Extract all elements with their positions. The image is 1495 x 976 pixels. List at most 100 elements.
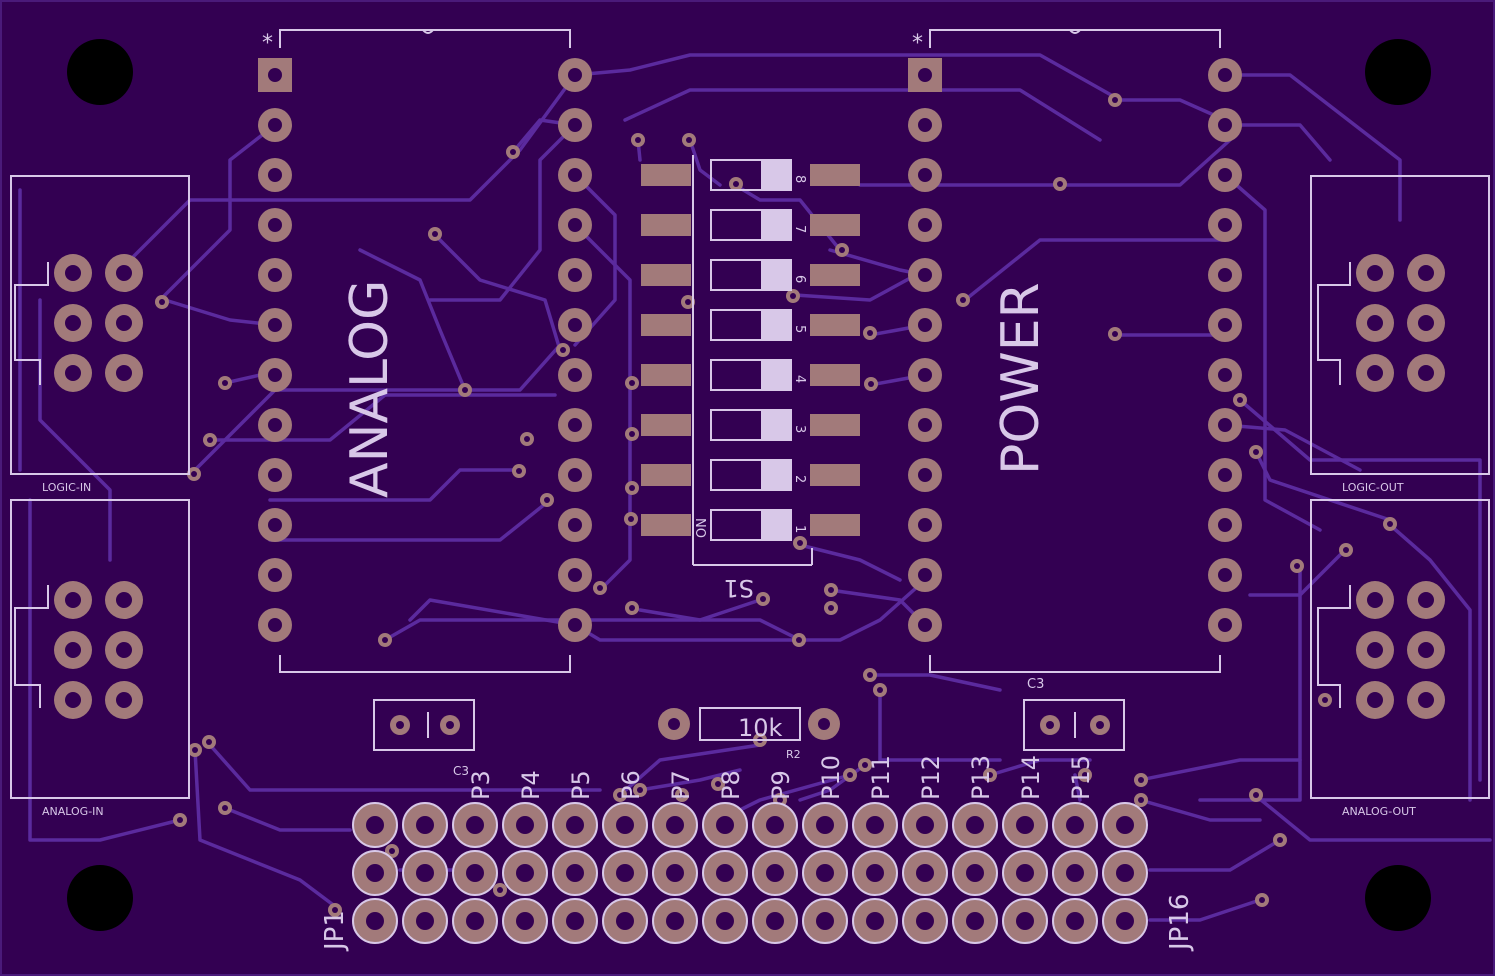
ic-pin-drill	[1218, 468, 1232, 482]
dip-position-label: 1	[792, 525, 807, 533]
ic-pin-drill	[568, 468, 582, 482]
via-drill-63	[389, 848, 395, 854]
header-pin-drill	[1066, 912, 1084, 930]
header-column-label: P4	[517, 770, 545, 800]
header-pin-drill	[916, 816, 934, 834]
dip-pad-right	[810, 264, 860, 286]
trace-57	[688, 138, 722, 187]
ic-pin-drill	[568, 168, 582, 182]
ic-pin-drill	[1218, 268, 1232, 282]
dip-pad-right	[810, 164, 860, 186]
trace-19	[1253, 448, 1392, 522]
dip-pad-left	[641, 214, 691, 236]
header-pin-drill	[516, 816, 534, 834]
dip-position-label: 6	[792, 275, 807, 283]
via-drill-8	[516, 468, 522, 474]
via-drill-52	[1259, 897, 1265, 903]
via-drill-2	[159, 299, 165, 305]
dip-pad-left	[641, 464, 691, 486]
dip-pad-left	[641, 414, 691, 436]
ic-pin-drill	[918, 268, 932, 282]
ic-pin-drill	[1218, 68, 1232, 82]
trace-46	[638, 768, 742, 792]
ic-pin-drill	[918, 368, 932, 382]
connector-logic-out: LOGIC-OUT	[1310, 175, 1490, 494]
dip-pad-right	[810, 364, 860, 386]
ic-pin-drill	[1218, 568, 1232, 582]
header-pin-drill	[416, 864, 434, 882]
header-pin-drill	[1116, 816, 1134, 834]
header-pin-drill	[516, 912, 534, 930]
trace-13	[1223, 123, 1332, 162]
dip-slider-knob	[761, 411, 791, 439]
header-pin-drill	[966, 912, 984, 930]
via-drill-17	[867, 330, 873, 336]
ic-analog-pins	[258, 58, 592, 642]
connector-pin-drill	[65, 692, 81, 708]
capacitor-right: C3	[1023, 677, 1125, 751]
via-drill-1	[432, 231, 438, 237]
via-drill-22	[628, 516, 634, 522]
header-pin-drill	[816, 912, 834, 930]
dip-pad-left	[641, 364, 691, 386]
trace-1	[118, 73, 577, 272]
connector-analog-in: ANALOG-IN	[10, 499, 190, 818]
via-drill-61	[777, 797, 783, 803]
dip-on-label: ON	[695, 518, 710, 538]
ic-pin-drill	[568, 268, 582, 282]
ic-pin-drill	[1218, 418, 1232, 432]
header-pin-drill	[666, 912, 684, 930]
ic-pin-drill	[1218, 368, 1232, 382]
header-column-label: P14	[1017, 755, 1045, 800]
via-drill-56	[177, 817, 183, 823]
connector-pin-drill	[65, 592, 81, 608]
trace-30	[358, 248, 467, 392]
trace-47	[988, 758, 1092, 777]
header-pin-drill	[1116, 912, 1134, 930]
header-pin-drill	[416, 816, 434, 834]
via-drill-9	[544, 497, 550, 503]
ic-pin-drill	[1218, 518, 1232, 532]
trace-8	[573, 53, 1122, 102]
header-pin-drill	[716, 912, 734, 930]
trace-33	[193, 748, 342, 912]
dip-pad-right	[810, 314, 860, 336]
ic-pin-drill	[918, 318, 932, 332]
ic-pin-drill	[268, 218, 282, 232]
via-drill-26	[760, 596, 766, 602]
dip-position-label: 8	[792, 175, 807, 183]
via-drill-33	[960, 297, 966, 303]
header-pins	[352, 802, 1148, 944]
via-drill-47	[1082, 772, 1088, 778]
via-drill-16	[685, 299, 691, 305]
connector-pin-drill	[1418, 315, 1434, 331]
header-column-label: P9	[767, 770, 795, 800]
dip-position-label: 7	[792, 225, 807, 233]
connector-pin-drill	[116, 692, 132, 708]
ic-pin-drill	[268, 318, 282, 332]
dip-pad-right	[810, 464, 860, 486]
trace-3	[193, 343, 562, 472]
via-drill-55	[222, 805, 228, 811]
trace-41	[1138, 798, 1262, 822]
ic-analog-label: ANALOG	[340, 280, 400, 498]
ic-power-label: POWER	[991, 282, 1051, 475]
connector-pin-drill	[65, 315, 81, 331]
trace-6	[573, 173, 617, 347]
ic-pin-drill	[568, 118, 582, 132]
header-pin-drill	[466, 912, 484, 930]
header-pin-drill	[1016, 864, 1034, 882]
connector-pin-drill	[116, 592, 132, 608]
connector-pin-drill	[1418, 692, 1434, 708]
trace-24	[868, 673, 1002, 692]
header-pin-drill	[366, 912, 384, 930]
trace-7	[573, 223, 632, 592]
header-pin-drill	[366, 816, 384, 834]
trace-50	[638, 598, 762, 622]
ic-pin-drill	[268, 418, 282, 432]
header-pin-drill	[866, 816, 884, 834]
via-drill-37	[1387, 521, 1393, 527]
via-drill-53	[206, 739, 212, 745]
